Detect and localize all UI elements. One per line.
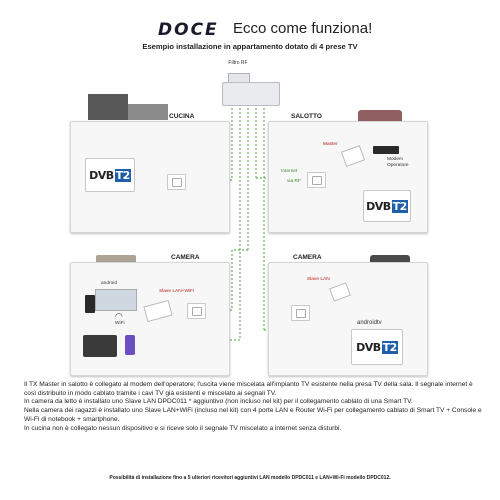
game-console-image <box>85 295 95 313</box>
smart-tv-camera <box>95 289 137 311</box>
tv-outlet-salotto <box>307 172 326 188</box>
slave-wifi-label: Slave LAN+WiFi <box>159 289 195 294</box>
master-label: Master <box>323 142 338 147</box>
filter-label: Filtro RF <box>228 60 248 66</box>
slave-wifi-device <box>143 299 173 323</box>
tv-outlet-camera1 <box>187 303 206 319</box>
via-rf-label: via RF <box>287 179 301 184</box>
smartphone-image <box>125 335 135 355</box>
room-label-camera: CAMERA <box>171 254 200 261</box>
slave-lan-label: Slave LAN <box>307 277 330 282</box>
description-paragraph: Il TX Master in salotto è collegato al m… <box>24 381 473 397</box>
tv-outlet-camera2 <box>291 305 310 321</box>
modem-device <box>373 146 399 154</box>
page-title: Ecco come funziona! <box>233 20 373 37</box>
slave-lan-device <box>329 282 351 302</box>
description-paragraph: In cucina non è collegato nessun disposi… <box>24 424 342 432</box>
wifi-label: WiFi <box>115 321 125 326</box>
room-label-salotto: SALOTTO <box>291 113 322 120</box>
description-text: Il TX Master in salotto è collegato al m… <box>24 381 484 433</box>
room-salotto: SALOTTO Master Modem Operatore Internet … <box>268 113 428 233</box>
notebook-image <box>83 335 117 357</box>
internet-label: Internet <box>281 169 298 174</box>
tv-splitter <box>222 82 280 106</box>
kitchen-furniture-image <box>88 94 128 120</box>
description-paragraph: Nella camera dei ragazzi è installato un… <box>24 407 482 423</box>
footer-note: Possibilità di installazione fino a 5 ul… <box>109 475 391 481</box>
master-device <box>340 145 366 167</box>
page-subtitle: Esempio installazione in appartamento do… <box>142 42 358 51</box>
wifi-icon: ◠ <box>115 311 123 321</box>
room-label-cucina: CUCINA <box>169 113 195 120</box>
room-camera-ragazzi: CAMERA android Slave LAN+WiFi WiFi ◠ <box>70 254 230 376</box>
description-paragraph: In camera da letto è installato uno Slav… <box>24 398 413 406</box>
brand-logo: DOCE <box>158 20 219 40</box>
room-label-camera: CAMERA <box>293 254 322 261</box>
kitchen-cabinet-image <box>128 104 168 120</box>
tv-outlet-cucina <box>167 174 186 190</box>
android-label: android <box>101 281 118 286</box>
androidtv-label: androidtv <box>357 320 382 326</box>
modem-label: Modem Operatore <box>387 157 409 168</box>
